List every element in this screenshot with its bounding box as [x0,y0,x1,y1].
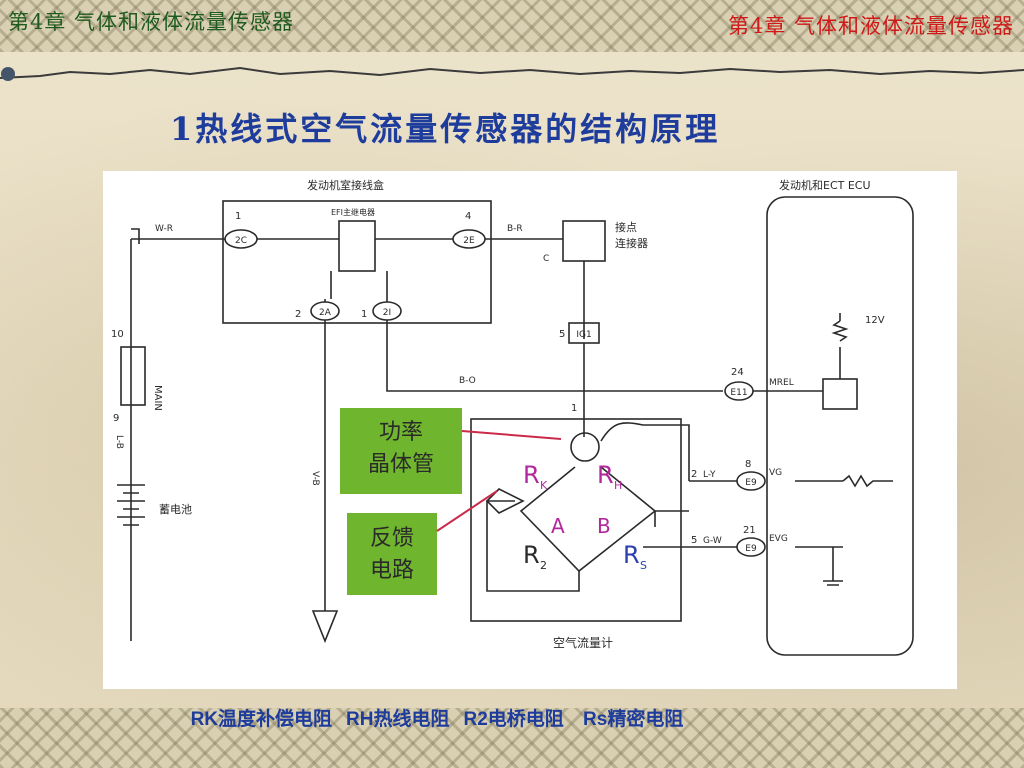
resistor-legend: RK温度补偿电阻 RH热线电阻 R2电桥电阻 Rs精密电阻 [180,682,697,731]
pin-2e: 2E [463,236,475,246]
resistor-rk: R [523,461,540,489]
pin-ig1: IG1 [576,330,591,340]
circuit-diagram: 功率 晶体管 反馈 电路 发动机室接线盒 EFI主继电器 发动机和ECT ECU… [103,171,957,689]
num-5b: 5 [691,535,697,546]
fuse-outline [120,346,146,406]
num-21: 21 [743,525,756,536]
resistor-rh: R [597,461,614,489]
wire-vb: V-B [310,471,320,486]
fuse-label: MAIN [152,385,163,411]
feedback-box [347,513,437,595]
slide-heading: 1热线式空气流量传感器的结构原理 [170,110,721,148]
wire-gw: G-W [703,536,722,546]
pin-2a: 2A [319,308,332,318]
wire-ly: L-Y [703,470,716,480]
legend-r2: R2电桥电阻 [463,709,564,730]
num-1b: 1 [361,309,367,320]
transistor-symbol [570,432,600,462]
pin-e9: E9 [745,478,757,488]
efi-relay-outline [338,220,376,272]
num-4: 4 [465,211,471,222]
power-transistor-label-1: 功率 [379,420,423,445]
pin-2i-oval [372,301,402,321]
resistor-r2-sub: 2 [540,559,547,572]
ecu-terminal-vg: VG [769,468,782,478]
chapter-title-right: 第4章 气体和液体流量传感器 [727,14,1014,38]
legend-rh: RH热线电阻 [346,709,450,730]
resistor-rs: R [623,541,640,569]
power-transistor-label-2: 晶体管 [368,452,434,477]
num-24: 24 [731,367,744,378]
header-pattern-band [0,0,1024,52]
connector-label-line2: 连接器 [615,237,648,250]
efi-relay-label: EFI主继电器 [331,207,375,217]
wire-lb: L-B [114,435,124,449]
legend-rs: Rs精密电阻 [577,709,684,730]
pin-2a-oval [310,301,340,321]
ecu-terminal-evg: EVG [769,534,788,544]
num-2b: 2 [691,469,697,480]
chapter-title-left: 第4章 气体和液体流量传感器 [8,10,295,34]
resistor-rk-sub: K [540,479,548,492]
connector-label-line1: 接点 [615,221,637,234]
pin-e9b: E9 [745,544,757,554]
wire-br: B-R [507,224,523,234]
pin-2e-oval [452,229,486,249]
power-transistor-box [340,408,462,494]
airflow-meter-outline [470,418,682,622]
bridge-node-a: A [551,514,565,538]
ecu-label: 发动机和ECT ECU [779,178,871,192]
resistor-rh-sub: H [614,479,622,492]
mountain-decoration [0,66,1024,81]
ecu-outline [766,196,914,656]
resistor-r2: R [523,541,540,569]
num-2: 2 [295,309,301,320]
num-8: 8 [745,459,751,470]
num-5: 5 [559,329,565,340]
legend-rk: RK温度补偿电阻 [190,709,333,730]
wire-c: C [543,254,549,264]
footer-pattern-band [0,708,1024,768]
num-1c: 1 [571,403,577,414]
wire-wr: W-R [155,224,173,234]
num-1: 1 [235,211,241,222]
pin-2i: 2I [383,308,391,318]
wire-bo: B-O [459,376,476,386]
pin-2c-oval [224,229,258,249]
pin-e9-oval [736,471,766,491]
feedback-label-2: 电路 [370,558,414,583]
pin-e11-oval [724,381,754,401]
resistor-rs-sub: S [640,559,647,572]
circuit-svg: 功率 晶体管 反馈 电路 发动机室接线盒 EFI主继电器 发动机和ECT ECU… [111,178,914,656]
ecu-terminal-mrel: MREL [769,378,794,388]
voltage-label: 12V [865,315,885,326]
battery-label: 蓄电池 [159,503,192,516]
bridge-node-b: B [597,514,611,538]
junction-box-label: 发动机室接线盒 [307,178,384,192]
airflow-meter-label: 空气流量计 [553,635,613,650]
num-10: 10 [111,329,124,340]
pin-e9b-oval [736,537,766,557]
num-9: 9 [113,413,119,424]
pin-2c: 2C [235,236,247,246]
junction-connector [562,220,606,262]
feedback-label-1: 反馈 [370,526,414,551]
junction-box-outline [222,200,492,324]
pin-e11: E11 [730,388,747,398]
